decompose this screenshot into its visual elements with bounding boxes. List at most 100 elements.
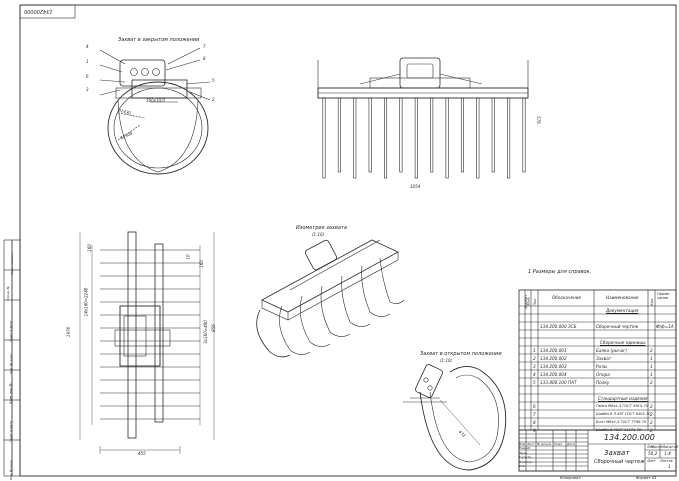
spec-std-row-qty: 2 (650, 404, 653, 409)
spec-row-des: 133.800.100 ПАТ (540, 380, 577, 385)
spec-row-qty: 1 (650, 356, 653, 361)
plan-c-dim: 160 (198, 260, 204, 268)
spec-std-row-name: Шайба 6 ГОСТ 11371-78 (596, 428, 642, 432)
side-stamp-label: Подп. и дата (8, 421, 13, 442)
tine (399, 97, 403, 173)
front-height-dim: 576 (535, 116, 541, 124)
title-scale: 1:4 (664, 451, 671, 456)
spec-std-row-pos: 8 (533, 420, 536, 425)
callout-3: 3 (86, 87, 89, 92)
spec-section-units: Сборочные единицы (600, 340, 646, 345)
plan-a-dim: 160 (86, 244, 92, 252)
spec-std-row-name: Гайка М6х1,5 ГОСТ 5915-70 (596, 404, 649, 408)
side-stamp-label: Взам. инв. № (8, 383, 13, 404)
title-role: Разраб. (519, 446, 531, 450)
tine (460, 97, 464, 173)
title-col-head: № докум. (537, 442, 552, 446)
plan-width-dim: 455 (138, 451, 146, 456)
plan-d-dim: 14x160=2240 (83, 287, 89, 317)
callout-4: 4 (86, 44, 89, 49)
spec-row-qty: 2 (650, 380, 653, 385)
spec-row-name: Ролы (596, 364, 608, 369)
iso-view-scale: (1:10) (312, 232, 325, 237)
callout-5: 5 (212, 78, 215, 83)
spec-row-pos: 4 (533, 372, 536, 377)
side-stamp-label: Инв. № подл. (8, 459, 13, 480)
spec-section-docs: Документация (606, 308, 639, 313)
top-doc-number: 134200000 (24, 8, 53, 14)
copied-label: Копировал (560, 476, 581, 480)
spec-h-note: Приме-чание (657, 292, 671, 300)
spec-doc-note: Ф/ф=1А (656, 324, 674, 329)
callout-6: 6 (86, 74, 89, 79)
tine (491, 97, 495, 173)
spec-row-des: 134.200.003 (540, 364, 567, 369)
title-role: Утв. (519, 464, 526, 468)
closed-dim-c: 160x10/3 (146, 98, 165, 103)
title-col-head: Подп. (554, 442, 564, 446)
spec-doc-name: Сборочный чертеж (596, 324, 639, 329)
spec-h-qty: Кол. (650, 297, 655, 306)
callout-7: 7 (203, 44, 206, 49)
plan-view (79, 231, 215, 454)
title-sheets: Листов (660, 459, 673, 463)
spec-std-row-qty: 2 (650, 420, 653, 425)
plan-e-dim: 3x160=480 (202, 320, 208, 344)
tine (337, 97, 341, 173)
title-block (518, 429, 677, 477)
plan-height-dim: 1976 (66, 326, 72, 338)
spec-h-des: Обозначение (552, 295, 582, 300)
title-lit: Лит. (647, 445, 655, 449)
tine (322, 97, 326, 179)
spec-std-row-pos: 9 (533, 428, 536, 433)
title-mass: 50,2 (648, 451, 658, 456)
tine (414, 97, 418, 179)
title-sheet: Лист (647, 459, 656, 463)
spec-std-row-name: Шайба 6 Л 65Г ГОСТ 6402-70 (596, 412, 651, 416)
spec-row-qty: 2 (650, 348, 653, 353)
spec-h-zone: Зона (526, 297, 531, 306)
tine (476, 97, 480, 179)
closed-view-title: Захват в закрытом положении (118, 37, 200, 43)
title-sheets-val: 1 (668, 464, 671, 469)
tine (353, 97, 357, 179)
iso-view (256, 239, 405, 358)
spec-std-row-qty: 2 (650, 428, 653, 433)
title-col-head: Изм (519, 442, 526, 446)
spec-std-row-pos: 7 (533, 412, 536, 417)
title-role: Т.контр. (519, 455, 533, 459)
iso-view-title: Изометрия захвата (296, 225, 347, 231)
format-label: Формат А3 (636, 476, 657, 480)
plan-f-dim: 856 (210, 324, 216, 332)
callout-8: 8 (203, 56, 206, 61)
title-number: 134.200.000 (604, 433, 655, 442)
tine (368, 97, 372, 173)
note-1: 1 Размеры для справок. (528, 269, 592, 275)
spec-table (518, 289, 677, 431)
spec-row-pos: 2 (533, 356, 536, 361)
spec-std-row-pos: 6 (533, 404, 536, 409)
spec-row-qty: 1 (650, 364, 653, 369)
tine (384, 97, 388, 179)
tine (507, 97, 511, 179)
spec-std-row-qty: 2 (650, 412, 653, 417)
side-stamp-label: Перв. примен. (9, 252, 14, 275)
open-view (403, 364, 507, 471)
title-scale-h: Масштаб (662, 445, 679, 449)
title-col-head: Дата (567, 442, 575, 446)
spec-row-des: 134.200.004 (540, 372, 567, 377)
side-stamp-label: Подп. и дата (8, 321, 13, 342)
spec-row-pos: 5 (533, 380, 536, 385)
spec-row-des: 134.200.002 (540, 356, 567, 361)
spec-row-pos: 3 (533, 364, 536, 369)
spec-std-row-name: Болт М6х1,5 ГОСТ 7798-70 (596, 420, 647, 424)
callout-1: 1 (86, 59, 89, 64)
spec-section-std: Стандартные изделия (598, 396, 648, 401)
callout-2: 2 (212, 97, 215, 102)
spec-doc-des: 134.200.000 ЗСБ (540, 324, 577, 329)
tine (445, 97, 449, 179)
spec-row-pos: 1 (533, 348, 536, 353)
open-view-title: Захват в открытом положении (420, 351, 502, 357)
spec-h-name: Наименование (606, 295, 639, 300)
